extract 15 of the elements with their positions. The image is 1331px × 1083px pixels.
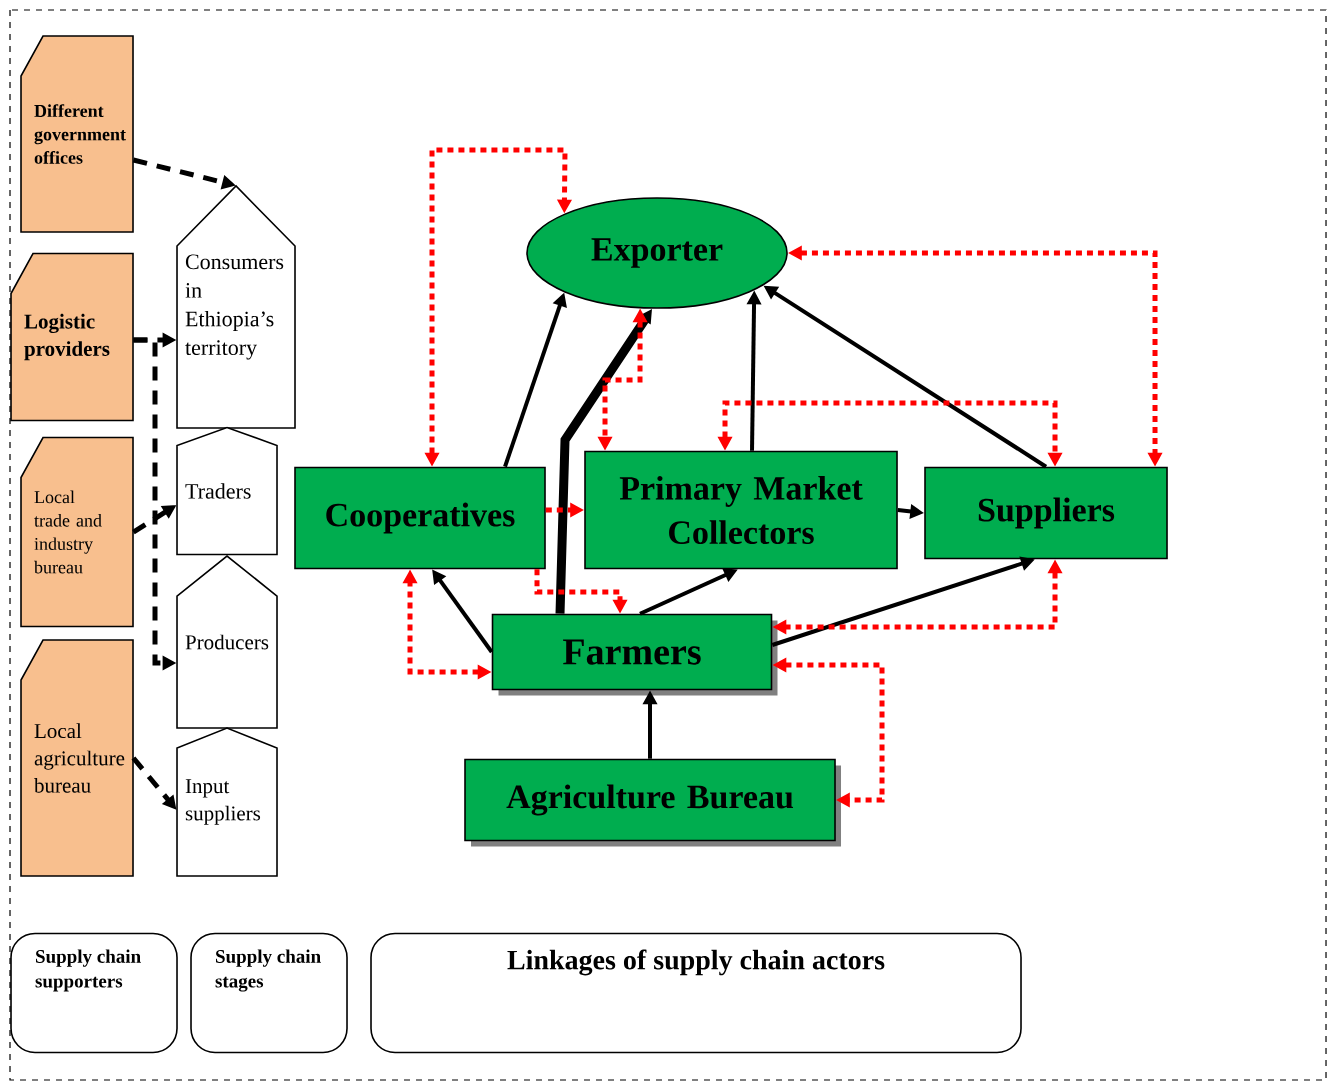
stage-pentagon: Input suppliers [176,727,278,877]
key-box: Supply chain stages [190,932,348,1054]
actor-box: Primary Market Collectors [584,450,898,570]
supporter-box: Local trade and industry bureau [20,436,134,628]
supporter-box: Logistic providers [10,252,134,422]
key-box: Supply chain supporters [10,932,178,1054]
key-box: Linkages of supply chain actors [370,932,1022,1054]
actor-box: Cooperatives [294,466,546,570]
stage-pentagon: Producers [176,555,278,729]
supporter-box: Different government offices [20,35,134,233]
supporter-box: Local agriculture bureau [20,639,134,877]
actor-box: Farmers [491,613,778,696]
stage-pentagon: Traders [176,426,278,556]
actor-box: Agriculture Bureau [464,758,841,847]
actor-box: Suppliers [924,466,1168,560]
